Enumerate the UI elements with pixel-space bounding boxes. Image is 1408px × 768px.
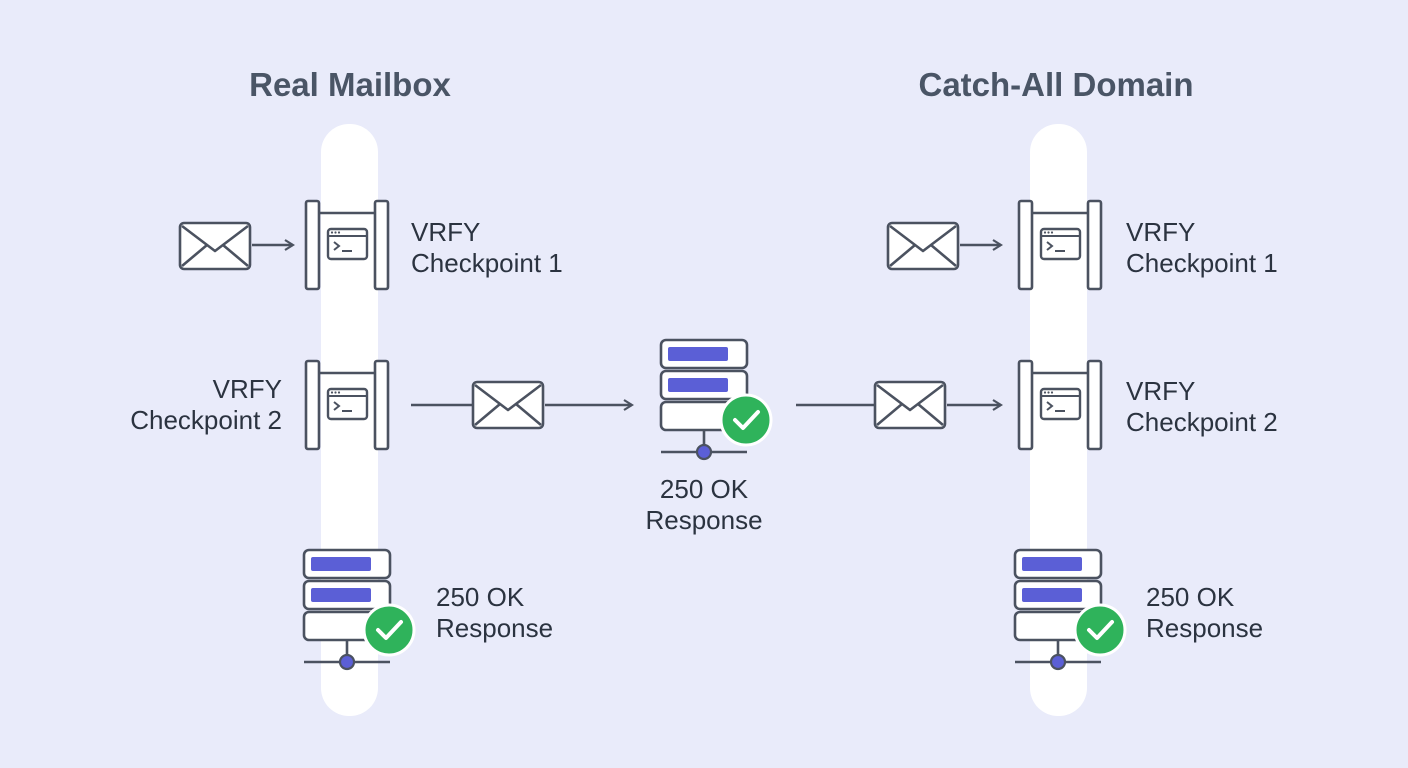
response-label: 250 OK Response — [645, 474, 763, 535]
envelope-icon — [178, 221, 252, 271]
response-label: 250 OK Response — [436, 582, 554, 643]
checkpoint-2-label: VRFY Checkpoint 2 — [130, 374, 282, 435]
column-title-left: Real Mailbox — [249, 66, 451, 103]
checkpoint-1-label: VRFY Checkpoint 1 — [1126, 217, 1278, 278]
check-circle-icon — [1073, 603, 1127, 657]
envelope-icon — [471, 380, 545, 430]
checkpoint-1-label: VRFY Checkpoint 1 — [411, 217, 563, 278]
response-label: 250 OK Response — [1146, 582, 1264, 643]
envelope-icon — [886, 221, 960, 271]
checkpoint-2-label: VRFY Checkpoint 2 — [1126, 376, 1278, 437]
check-circle-icon — [362, 603, 416, 657]
check-circle-icon — [719, 393, 773, 447]
envelope-icon — [873, 380, 947, 430]
column-title-right: Catch-All Domain — [918, 66, 1194, 103]
